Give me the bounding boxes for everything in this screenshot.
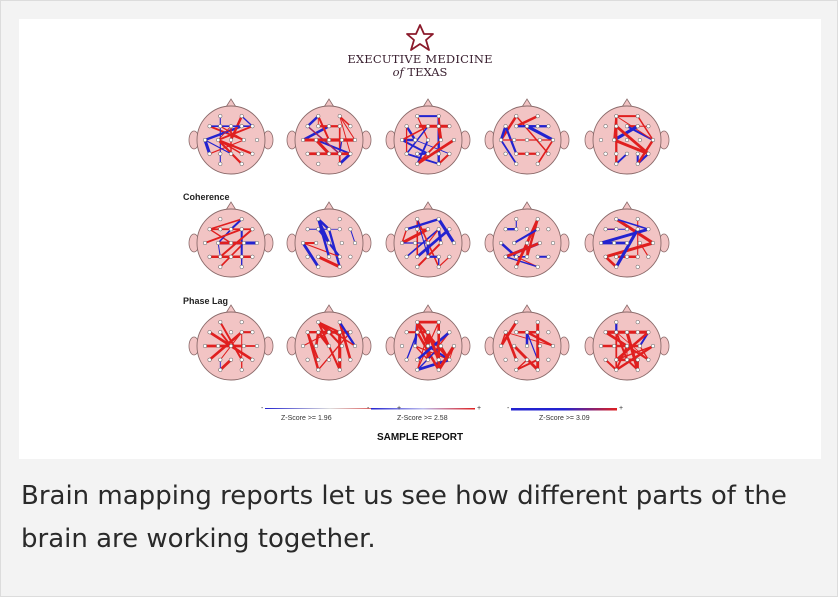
head-map	[484, 201, 570, 278]
scale-label-2: Z-Score >= 2.58	[397, 415, 448, 422]
logo-texas: TEXAS	[407, 65, 448, 79]
head-map	[584, 201, 670, 278]
scale-label-3: Z-Score >= 3.09	[539, 415, 590, 422]
brain-map-report-image: EXECUTIVE MEDICINE of TEXAS Coherence Ph…	[19, 19, 821, 459]
scale-plus-1: +	[397, 405, 402, 412]
head-map	[188, 304, 274, 381]
scale-label-1: Z-Score >= 1.96	[281, 415, 332, 422]
logo-name-line2: of TEXAS	[19, 66, 821, 79]
head-map	[385, 304, 471, 381]
head-map	[286, 304, 372, 381]
scale-minus-3: -	[507, 405, 510, 412]
head-map	[584, 98, 670, 175]
z-score-scale-bar	[371, 408, 475, 410]
head-map	[385, 98, 471, 175]
executive-medicine-logo: EXECUTIVE MEDICINE of TEXAS	[19, 23, 821, 79]
head-map	[385, 201, 471, 278]
coherence-label: Coherence	[183, 192, 230, 202]
head-map	[584, 304, 670, 381]
star-logo-icon	[406, 24, 434, 51]
scale-plus-3: +	[619, 405, 624, 412]
head-map	[484, 304, 570, 381]
head-map	[188, 98, 274, 175]
head-map	[484, 98, 570, 175]
scale-plus-2: +	[477, 405, 482, 412]
logo-of: of	[392, 65, 404, 79]
logo-name-line1: EXECUTIVE MEDICINE	[347, 52, 493, 66]
brain-maps-grid	[188, 98, 670, 411]
head-map	[286, 98, 372, 175]
scale-minus-2: -	[367, 405, 370, 412]
phase-lag-label: Phase Lag	[183, 296, 229, 306]
head-map	[286, 201, 372, 278]
caption-text: Brain mapping reports let us see how dif…	[21, 481, 787, 554]
z-score-scale-bar	[265, 408, 395, 409]
scale-minus-1: -	[261, 405, 264, 412]
head-map	[188, 201, 274, 278]
sample-report-label: SAMPLE REPORT	[376, 432, 464, 443]
z-score-scale-bar	[511, 408, 617, 411]
